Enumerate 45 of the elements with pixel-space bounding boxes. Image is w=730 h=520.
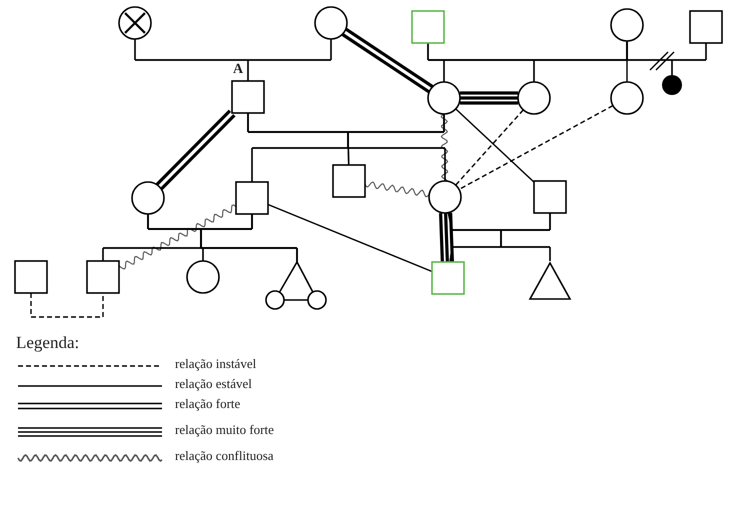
male-square [533,180,567,214]
male-square [14,260,48,294]
female-circle [314,6,348,40]
descent-line [671,42,707,76]
male-square [411,10,445,44]
female-circle [610,81,644,115]
descent-line [247,38,332,82]
male-square [332,164,366,198]
female-circle [427,81,461,115]
female-circle [186,260,220,294]
descent-line [500,212,551,262]
relation-line [455,108,534,183]
female-circle [131,181,165,215]
wavy-relation-line [364,181,430,198]
descent-line [284,299,308,301]
male-square [231,80,265,114]
filled-dot [662,75,682,95]
triple-relation-line [439,211,454,264]
legend-heading: Legenda: [16,334,80,353]
legend-text: relação muito forte [175,423,274,438]
female-circle [265,290,285,310]
male-square [431,261,465,295]
legend-text: relação instável [175,357,256,372]
male-square [86,260,120,294]
double-relation-line [341,28,434,94]
triangle-symbol [528,261,572,300]
dashed-relation-line [455,109,524,186]
wavy-relation-line [440,114,448,182]
male-square [235,181,269,215]
female-circle [428,180,462,214]
double-relation-line [155,109,236,190]
descent-line [347,113,446,182]
dashed-relation-line [30,292,104,318]
dashed-relation-line [458,104,614,190]
triple-relation-line [458,91,520,105]
female-circle [517,81,551,115]
deceased-circle [118,6,152,40]
female-circle [610,8,644,42]
legend-text: relação estável [175,377,252,392]
legend-text: relação conflituosa [175,449,274,464]
female-circle [307,290,327,310]
family-member-marker: A [233,62,244,78]
legend-text: relação forte [175,397,240,412]
relation-line [268,204,432,272]
male-square [689,10,723,44]
